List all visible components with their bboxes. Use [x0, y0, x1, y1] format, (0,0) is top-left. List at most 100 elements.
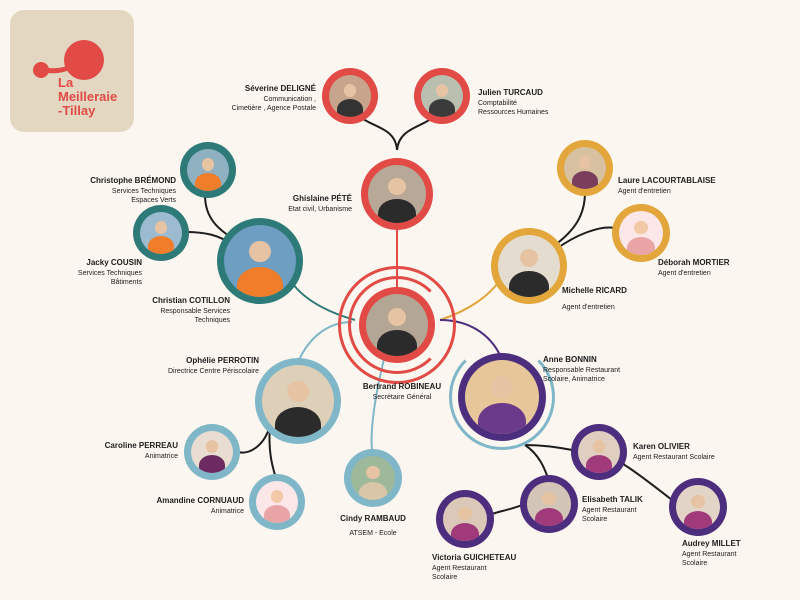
label-caroline: Caroline PERREAU Animatrice — [105, 441, 178, 461]
avatar-bertrand — [359, 287, 435, 363]
anne-outer-ring — [449, 344, 555, 450]
role-julien-2: Ressources Humaines — [478, 109, 549, 116]
name-caroline: Caroline PERREAU — [104, 441, 178, 450]
role-jacky-1: Services Techniques — [77, 269, 142, 277]
role-christian-2: Techniques — [194, 317, 230, 324]
role-anne-1: Responsable Restaurant — [543, 366, 621, 374]
avatar-caroline — [184, 424, 240, 480]
role-severine-1: Communication , — [263, 95, 316, 103]
center-mid-ring — [348, 276, 446, 374]
link-karen — [524, 444, 573, 451]
role-jacky-2: Bâtiments — [110, 279, 142, 286]
label-jacky: Jacky COUSIN Services Techniques Bâtimen… — [78, 258, 142, 288]
avatar-amandine — [249, 474, 305, 530]
role-laure-1: Agent d'entretien — [618, 187, 671, 195]
role-bertrand-1: Secrétaire Général — [372, 393, 432, 401]
avatar-christophe — [180, 142, 236, 198]
name-victoria: Victoria GUICHETEAU — [432, 553, 517, 562]
label-cindy: Cindy RAMBAUD ATSEM - Ecole — [340, 514, 406, 538]
avatar-laure — [557, 140, 613, 196]
label-anne: Anne BONNIN Responsable Restaurant Scola… — [543, 355, 620, 385]
role-severine-2: Cimetière , Agence Postale — [231, 105, 316, 112]
role-victoria-2: Scolaire — [432, 574, 458, 581]
name-ophelie: Ophélie PERROTIN — [186, 356, 259, 365]
role-elisabeth-2: Scolaire — [582, 516, 608, 523]
role-elisabeth-1: Agent Restaurant — [582, 506, 637, 514]
name-christophe: Christophe BRÉMOND — [90, 176, 176, 185]
avatar-severine — [322, 68, 378, 124]
link-victoria — [489, 504, 523, 516]
name-severine: Séverine DELIGNÉ — [244, 84, 316, 93]
role-christian-1: Responsable Services — [160, 307, 230, 315]
logo-text: La Meilleraie -Tillay — [58, 76, 117, 118]
name-jacky: Jacky COUSIN — [86, 258, 142, 267]
name-karen: Karen OLIVIER — [633, 442, 690, 451]
role-victoria-1: Agent Restaurant — [432, 564, 487, 572]
link-laure — [554, 191, 586, 246]
role-karen-1: Agent Restaurant Scolaire — [633, 453, 715, 461]
name-elisabeth: Elisabeth TALIK — [582, 495, 643, 504]
role-michelle-1: Agent d'entretien — [562, 303, 615, 311]
avatar-victoria — [436, 490, 494, 548]
name-julien: Julien TURCAUD — [478, 88, 543, 97]
name-anne: Anne BONNIN — [543, 355, 597, 364]
role-deborah-1: Agent d'entretien — [658, 269, 711, 277]
label-deborah: Déborah MORTIER Agent d'entretien — [658, 258, 730, 278]
label-christian: Christian COTILLON Responsable Services … — [152, 296, 230, 326]
role-caroline-1: Animatrice — [144, 452, 178, 460]
logo: La Meilleraie -Tillay — [10, 10, 134, 132]
name-bertrand: Bertrand ROBINEAU — [362, 382, 442, 391]
face-illustration-icon — [270, 490, 284, 503]
link-elisabeth — [524, 444, 549, 479]
logo-mark-icon — [33, 40, 104, 80]
role-christophe-1: Services Techniques — [111, 187, 176, 195]
name-audrey: Audrey MILLET — [682, 539, 741, 548]
logo-line-2: Meilleraie — [58, 89, 118, 104]
avatar-cindy — [344, 449, 402, 507]
label-severine: Séverine DELIGNÉ Communication , Cimetiè… — [232, 84, 316, 114]
name-michelle: Michelle RICARD — [562, 286, 627, 295]
avatar-elisabeth — [520, 475, 578, 533]
role-ophelie-1: Directrice Centre Périscolaire — [167, 367, 259, 375]
label-ophelie: Ophélie PERROTIN Directrice Centre Péris… — [168, 356, 259, 376]
role-julien-1: Comptabilité — [478, 99, 517, 107]
avatar-audrey — [669, 478, 727, 536]
logo-line-1: La — [58, 75, 74, 90]
label-elisabeth: Elisabeth TALIK Agent Restaurant Scolair… — [582, 495, 643, 525]
name-cindy: Cindy RAMBAUD — [340, 514, 406, 523]
center-outer-ring — [338, 266, 456, 384]
label-christophe: Christophe BRÉMOND Services Techniques E… — [90, 176, 176, 206]
label-bertrand: Bertrand ROBINEAU Secrétaire Général — [362, 382, 442, 402]
role-anne-2: Scolaire, Animatrice — [543, 376, 605, 383]
avatar-ophelie — [255, 358, 341, 444]
name-amandine: Amandine CORNUAUD — [156, 496, 244, 505]
name-laure: Laure LACOURTABLAISE — [618, 176, 716, 185]
label-julien: Julien TURCAUD Comptabilité Ressources H… — [478, 88, 548, 118]
role-audrey-1: Agent Restaurant — [682, 550, 737, 558]
label-amandine: Amandine CORNUAUD Animatrice — [156, 496, 244, 516]
avatar-julien — [414, 68, 470, 124]
name-christian: Christian COTILLON — [152, 296, 230, 305]
role-audrey-2: Scolaire — [682, 560, 708, 567]
label-victoria: Victoria GUICHETEAU Agent Restaurant Sco… — [432, 553, 516, 583]
label-laure: Laure LACOURTABLAISE Agent d'entretien — [618, 176, 716, 196]
avatar-karen — [571, 424, 627, 480]
avatar-michelle — [491, 228, 567, 304]
name-ghislaine: Ghislaine PÉTÉ — [292, 194, 352, 203]
face-illustration-icon — [634, 220, 648, 234]
avatar-ghislaine — [361, 158, 433, 230]
avatar-deborah — [612, 204, 670, 262]
role-amandine-1: Animatrice — [210, 507, 244, 515]
role-cindy-1: ATSEM - Ecole — [349, 529, 397, 537]
label-ghislaine: Ghislaine PÉTÉ Etat civil, Urbanisme — [288, 194, 352, 214]
avatar-jacky — [133, 205, 189, 261]
label-michelle: Michelle RICARD Agent d'entretien — [562, 286, 627, 312]
avatar-anne — [458, 353, 546, 441]
name-deborah: Déborah MORTIER — [658, 258, 730, 267]
avatar-christian — [217, 218, 303, 304]
role-ghislaine-1: Etat civil, Urbanisme — [288, 205, 352, 213]
label-audrey: Audrey MILLET Agent Restaurant Scolaire — [682, 539, 741, 569]
label-karen: Karen OLIVIER Agent Restaurant Scolaire — [633, 442, 715, 462]
logo-line-3: -Tillay — [58, 103, 96, 118]
